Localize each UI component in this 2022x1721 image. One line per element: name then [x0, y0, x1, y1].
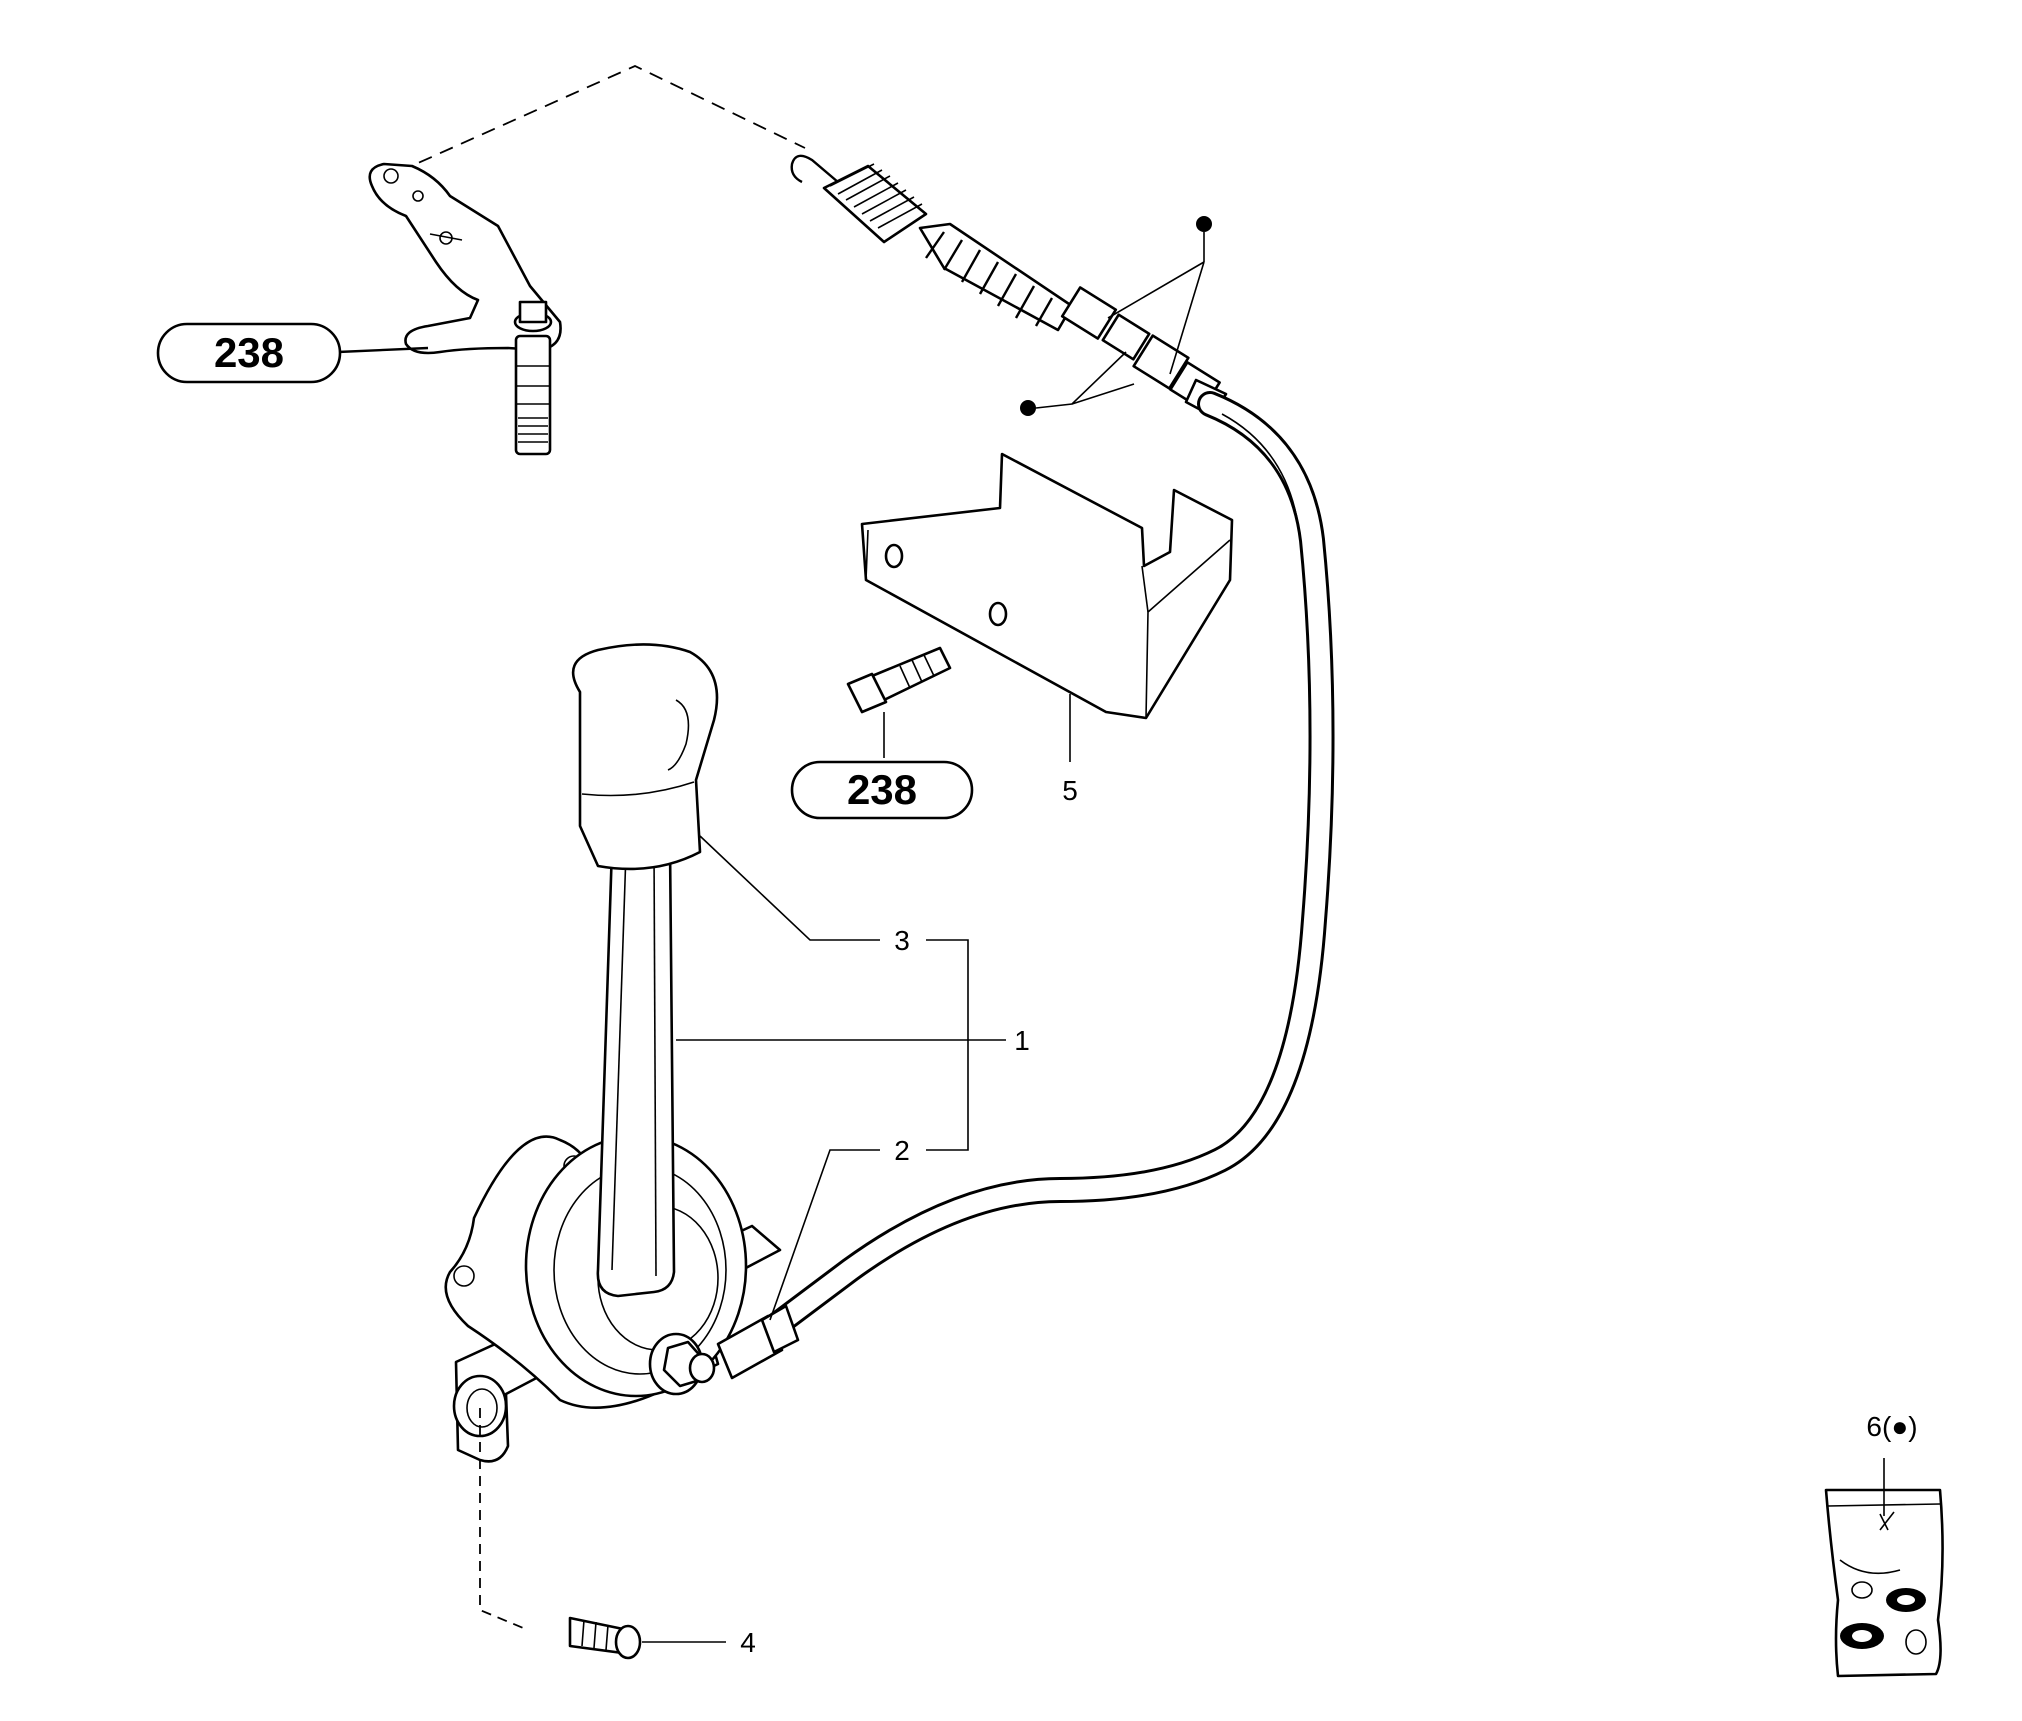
- reference-238-bolt-label: 238: [847, 766, 917, 813]
- reference-238-bolt[interactable]: 238: [790, 712, 974, 820]
- lever-knob: [571, 643, 719, 871]
- callout-2-label: 2: [894, 1135, 910, 1166]
- callout-4-label: 4: [740, 1627, 756, 1658]
- control-cable: [757, 391, 1335, 1343]
- callout-group-bracket: [926, 939, 969, 1151]
- callout-3[interactable]: 3: [699, 835, 910, 956]
- callout-2[interactable]: 2: [769, 1135, 910, 1321]
- housing-screw: [479, 1408, 642, 1660]
- callout-5[interactable]: 5: [1062, 694, 1078, 806]
- bracket-bolt: [846, 646, 952, 714]
- reference-238-top-label: 238: [214, 329, 284, 376]
- shift-lever: [596, 844, 676, 1298]
- shift-arm: [368, 162, 562, 456]
- callout-3-label: 3: [894, 925, 910, 956]
- repair-kit-bag: [1824, 1488, 1944, 1678]
- callout-6[interactable]: 6(●): [1866, 1411, 1918, 1516]
- callout-6-label: 6(●): [1866, 1411, 1917, 1442]
- mounting-bracket: [860, 452, 1234, 720]
- assembly-dashed-line-top: [397, 65, 806, 173]
- kit-marker-dots: [1020, 216, 1212, 416]
- callout-1[interactable]: 1: [676, 1025, 1030, 1056]
- callout-1-label: 1: [1014, 1025, 1030, 1056]
- reference-238-top[interactable]: 238: [156, 322, 429, 384]
- callout-4[interactable]: 4: [642, 1627, 756, 1658]
- callout-5-label: 5: [1062, 775, 1078, 806]
- spring-and-cable-end: [790, 154, 1228, 418]
